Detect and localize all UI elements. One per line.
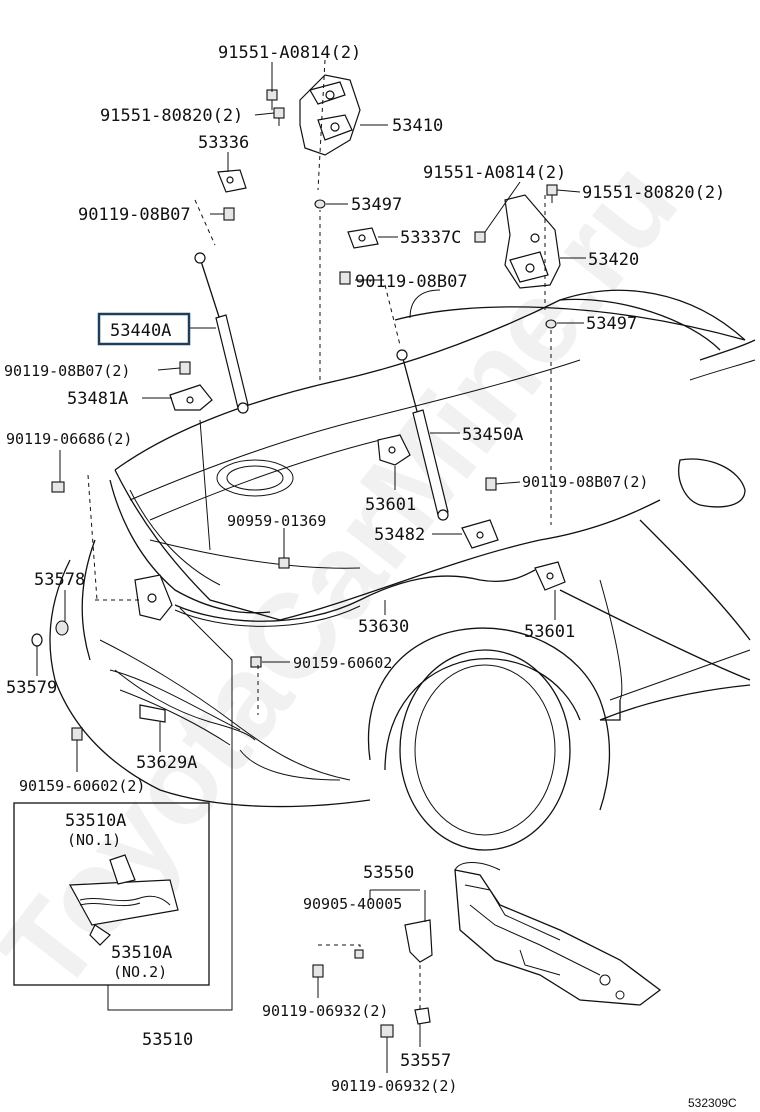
label-90119-08b07-2-left[interactable]: 90119-08B07(2) bbox=[4, 362, 130, 380]
label-90119-08b07-2-right[interactable]: 90119-08B07(2) bbox=[522, 473, 648, 491]
label-53410[interactable]: 53410 bbox=[392, 116, 443, 136]
hood-hinge-right bbox=[504, 194, 561, 310]
label-53497-top[interactable]: 53497 bbox=[351, 195, 402, 215]
label-91551-80820-left[interactable]: 91551-80820(2) bbox=[100, 106, 243, 126]
label-90159-60602-2[interactable]: 90159-60602(2) bbox=[19, 777, 145, 795]
label-91551-a0814-top[interactable]: 91551-A0814(2) bbox=[218, 43, 361, 63]
bracket-53481a bbox=[169, 384, 213, 411]
label-no1: (NO.1) bbox=[67, 831, 121, 849]
bracket-53336 bbox=[217, 169, 247, 193]
label-53481a[interactable]: 53481A bbox=[67, 389, 128, 409]
diagram-code: 532309C bbox=[688, 1096, 737, 1110]
label-53550[interactable]: 53550 bbox=[363, 863, 414, 883]
bolt-90159-60602 bbox=[250, 656, 262, 668]
hood-lock-assembly bbox=[134, 574, 173, 621]
label-90119-06686[interactable]: 90119-06686(2) bbox=[6, 430, 132, 448]
label-53497-right[interactable]: 53497 bbox=[586, 314, 637, 334]
bolt-90119-06686 bbox=[51, 481, 65, 493]
label-53601-mid[interactable]: 53601 bbox=[365, 495, 416, 515]
cushion-53578 bbox=[55, 620, 69, 636]
hood-hinge-left bbox=[299, 59, 361, 191]
label-53420[interactable]: 53420 bbox=[588, 250, 639, 270]
release-cable-53630 bbox=[174, 569, 536, 627]
label-53579[interactable]: 53579 bbox=[6, 678, 57, 698]
label-53510[interactable]: 53510 bbox=[142, 1030, 193, 1050]
washer-53497-right bbox=[545, 319, 557, 525]
label-90119-06932-b[interactable]: 90119-06932(2) bbox=[331, 1077, 457, 1095]
cushion-53579 bbox=[31, 633, 43, 647]
label-91551-80820-right[interactable]: 91551-80820(2) bbox=[582, 183, 725, 203]
label-53482[interactable]: 53482 bbox=[374, 525, 425, 545]
label-53337c[interactable]: 53337C bbox=[400, 228, 461, 248]
label-53440a[interactable]: 53440A bbox=[110, 321, 171, 341]
leader-lines bbox=[36, 62, 586, 1073]
bolt-90119-08b07-left bbox=[223, 207, 235, 221]
bracket-53482 bbox=[461, 519, 499, 549]
label-91551-a0814-right[interactable]: 91551-A0814(2) bbox=[423, 163, 566, 183]
radiator-support bbox=[454, 862, 662, 1006]
label-53629a[interactable]: 53629A bbox=[136, 753, 197, 773]
label-53601-right[interactable]: 53601 bbox=[524, 622, 575, 642]
washer-53497-top bbox=[314, 199, 326, 209]
label-90119-08b07-mid[interactable]: 90119-08B07 bbox=[355, 272, 468, 292]
bolt-90119-08b07-2-left bbox=[179, 361, 191, 375]
hood-lock-53601-right bbox=[534, 561, 566, 591]
highlight-53440a bbox=[97, 312, 191, 346]
label-90119-08b07-left[interactable]: 90119-08B07 bbox=[78, 205, 191, 225]
label-53578[interactable]: 53578 bbox=[34, 570, 85, 590]
hood-strut-53440a bbox=[194, 252, 249, 414]
label-53510a-1[interactable]: 53510A bbox=[65, 811, 126, 831]
car-body bbox=[49, 289, 756, 851]
label-90119-06932-a[interactable]: 90119-06932(2) bbox=[262, 1002, 388, 1020]
bolt-90119-08b07-2-right bbox=[485, 477, 497, 491]
bolt-91551-a0814-right bbox=[474, 231, 486, 243]
label-53510a-2[interactable]: 53510A bbox=[111, 943, 172, 963]
label-53630[interactable]: 53630 bbox=[358, 617, 409, 637]
bolt-90119-06932-b bbox=[380, 1024, 394, 1038]
bolt-91551-a0814-left bbox=[266, 89, 278, 110]
label-90905-40005[interactable]: 90905-40005 bbox=[303, 895, 402, 913]
label-53336[interactable]: 53336 bbox=[198, 133, 249, 153]
bolt-90119-08b07-mid bbox=[339, 271, 351, 285]
label-53557[interactable]: 53557 bbox=[400, 1051, 451, 1071]
label-no2: (NO.2) bbox=[113, 963, 167, 981]
bolt-90159-60602-2 bbox=[71, 727, 83, 741]
lock-support-53550 bbox=[318, 919, 433, 1025]
release-lever-53629a bbox=[114, 669, 256, 741]
hood-strut-53450a bbox=[396, 349, 449, 521]
bolt-90119-06932-a bbox=[312, 964, 324, 978]
bolt-91551-80820-left bbox=[273, 107, 285, 126]
label-53450a[interactable]: 53450A bbox=[462, 425, 523, 445]
part-labels: 91551-A0814(2) 91551-80820(2) 53410 5333… bbox=[4, 43, 737, 1110]
label-90159-60602[interactable]: 90159-60602 bbox=[293, 654, 392, 672]
clip-90959-01369 bbox=[278, 557, 290, 569]
bracket-53337c bbox=[347, 227, 379, 249]
inset-53510 bbox=[13, 802, 210, 986]
label-90959-01369[interactable]: 90959-01369 bbox=[227, 512, 326, 530]
hood-lock-53601-mid bbox=[377, 434, 411, 466]
